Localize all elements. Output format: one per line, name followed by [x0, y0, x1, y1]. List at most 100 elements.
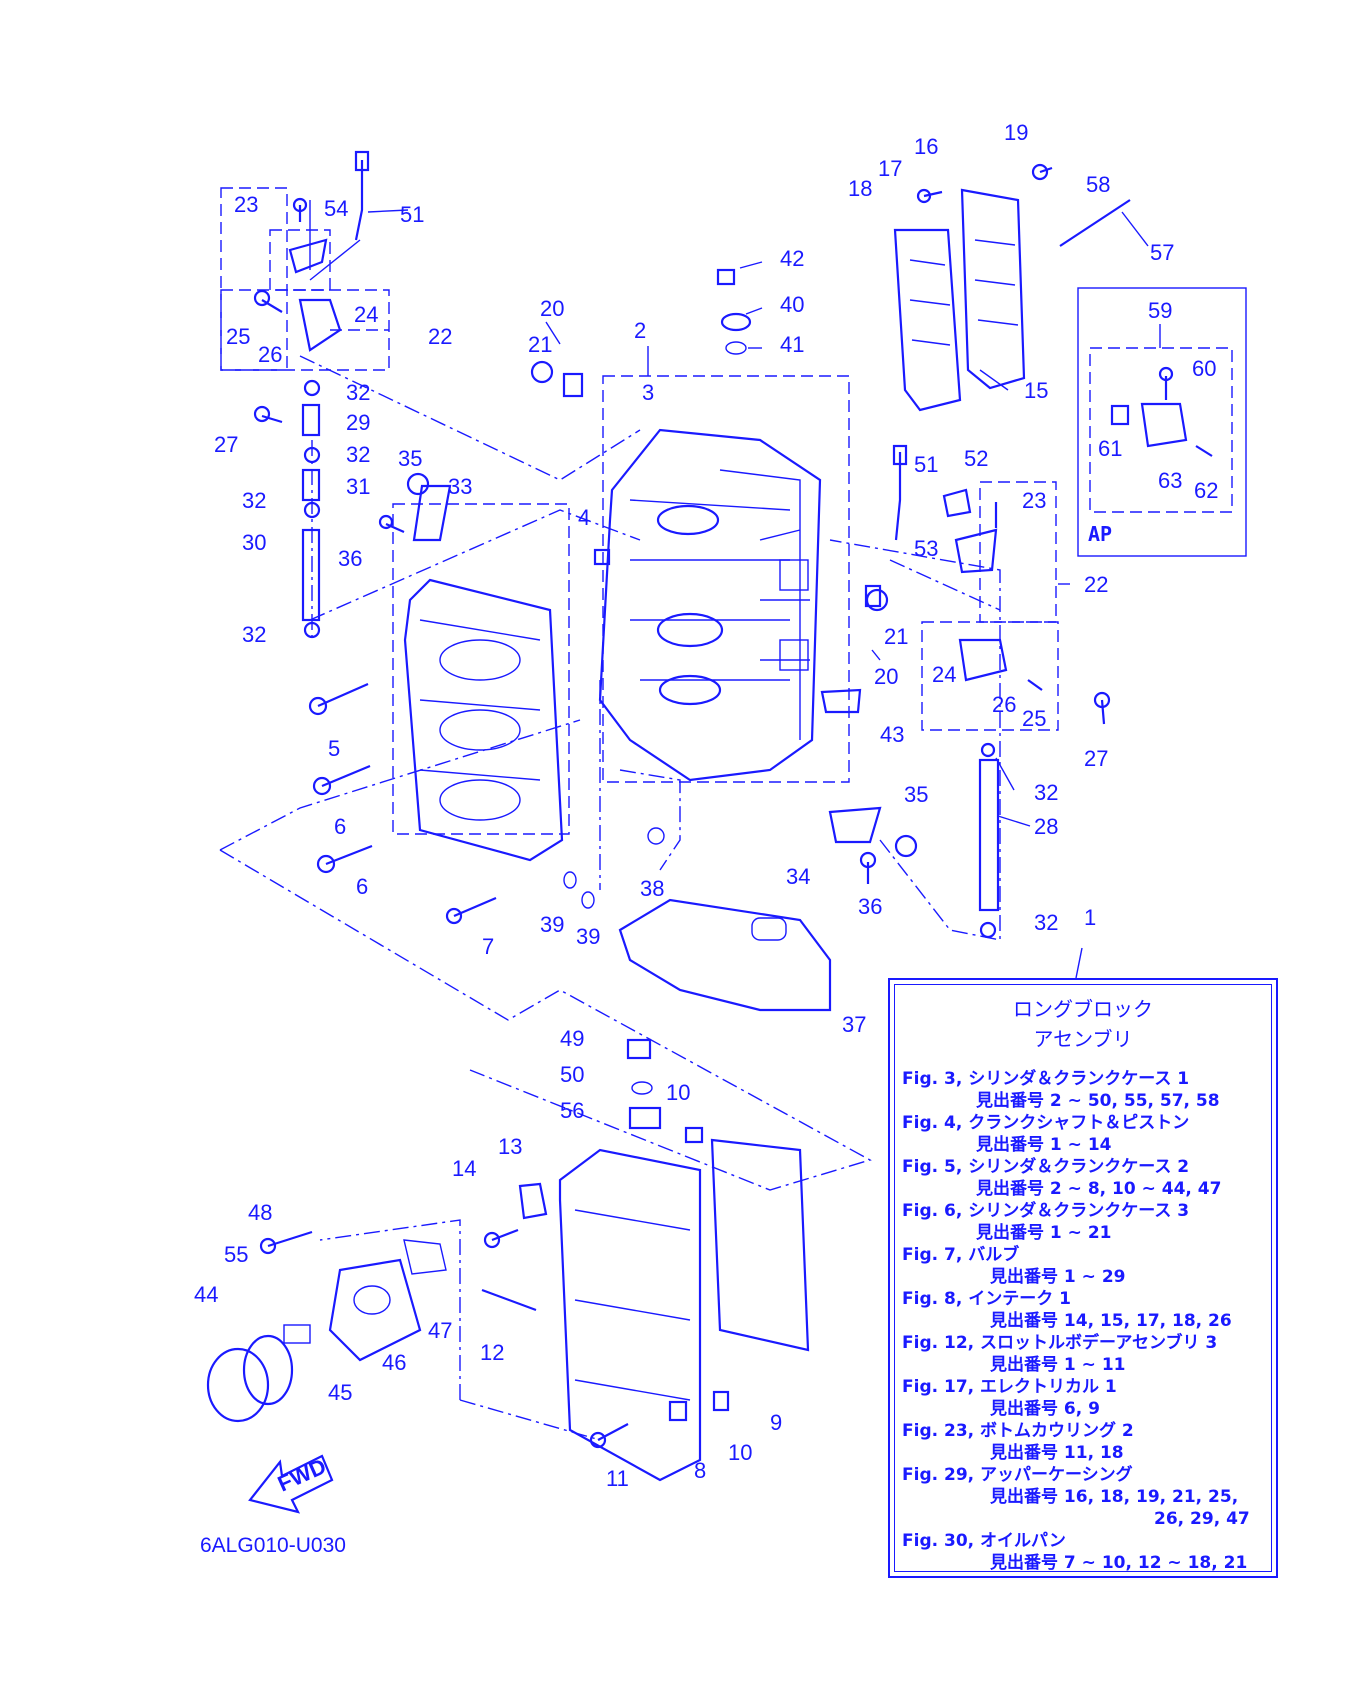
diagram-code: 6ALG010-U030: [200, 1534, 346, 1557]
part-number: 2: [634, 318, 646, 343]
cylinder-head: [403, 578, 564, 862]
part-number: 48: [248, 1200, 272, 1225]
part-number: 51: [400, 202, 424, 227]
part-number: 63: [1158, 468, 1182, 493]
group-box-2: [602, 375, 850, 783]
part-number: 30: [242, 530, 266, 555]
part-number: 17: [878, 156, 902, 181]
part-number: 9: [770, 1410, 782, 1435]
small-parts: [301, 268, 1000, 1422]
part-number: 36: [338, 546, 362, 571]
part-number: 34: [786, 864, 810, 889]
part-number: 40: [780, 292, 804, 317]
part-number: 23: [234, 192, 258, 217]
legend-entry: Fig. 6, シリンダ＆クランクケース 3 見出番号 1 ~ 21: [902, 1201, 1190, 1243]
part-number: 14: [452, 1156, 476, 1181]
part-number: 54: [324, 196, 348, 221]
oil-filter-assembly: [206, 1239, 447, 1423]
part-number: 32: [346, 380, 370, 405]
part-number: 26: [992, 692, 1016, 717]
part-number: 47: [428, 1318, 452, 1343]
part-number: 55: [224, 1242, 248, 1267]
crankcase-lower: [558, 1138, 810, 1482]
part-number: 36: [858, 894, 882, 919]
part-number: 59: [1148, 298, 1172, 323]
part-number: 13: [498, 1134, 522, 1159]
part-number: 23: [1022, 488, 1046, 513]
part-number: 22: [428, 324, 452, 349]
part-number: 15: [1024, 378, 1048, 403]
part-number: 41: [780, 332, 804, 357]
part-number: 51: [914, 452, 938, 477]
group-box-54: [269, 229, 331, 291]
part-number: 7: [482, 934, 494, 959]
group-box-cylinder-head: [392, 503, 570, 835]
part-number: 16: [914, 134, 938, 159]
part-number: 32: [346, 442, 370, 467]
group-box-22-right-b: [921, 621, 1059, 731]
legend-title-line1: ロングブロック: [1013, 997, 1153, 1021]
part-number: 39: [576, 924, 600, 949]
part-number: 45: [328, 1380, 352, 1405]
part-callouts: 1 2 3 4 5 6 6 7 8 9 10 10 11 12 13 14 15…: [194, 120, 1218, 1491]
legend-entry: Fig. 4, クランクシャフト＆ピストン 見出番号 1 ~ 14: [902, 1113, 1190, 1155]
part-number: 38: [640, 876, 664, 901]
part-number: 27: [1084, 746, 1108, 771]
part-number: 12: [480, 1340, 504, 1365]
legend-entry: Fig. 30, オイルパン 見出番号 7 ~ 10, 12 ~ 18, 21: [902, 1531, 1248, 1573]
part-number: 21: [528, 332, 552, 357]
part-number: 35: [904, 782, 928, 807]
sensors: [288, 150, 1188, 682]
callout-leaders: [367, 209, 1161, 979]
part-number: 46: [382, 1350, 406, 1375]
part-number: 10: [728, 1440, 752, 1465]
part-number: 11: [606, 1466, 629, 1491]
part-number: 6: [334, 814, 346, 839]
legend-entry: Fig. 5, シリンダ＆クランクケース 2 見出番号 2 ~ 8, 10 ~ …: [902, 1157, 1222, 1199]
legend-entry: Fig. 29, アッパーケーシング 見出番号 16, 18, 19, 21, …: [902, 1465, 1250, 1529]
part-number: 56: [560, 1098, 584, 1123]
ap-kit-box: [1077, 287, 1247, 557]
part-number: 10: [666, 1080, 690, 1105]
part-number: 27: [214, 432, 238, 457]
part-number: 6: [356, 874, 368, 899]
part-number: 58: [1086, 172, 1110, 197]
part-number: 20: [874, 664, 898, 689]
gasket-37: [618, 898, 832, 1012]
legend-entry: Fig. 3, シリンダ＆クランクケース 1 見出番号 2 ~ 50, 55, …: [902, 1069, 1220, 1111]
part-number: 52: [964, 446, 988, 471]
legend-list: Fig. 3, シリンダ＆クランクケース 1 見出番号 2 ~ 50, 55, …: [902, 1068, 1270, 1574]
part-number: 3: [642, 380, 654, 405]
part-number: 8: [694, 1458, 706, 1483]
part-number: 29: [346, 410, 370, 435]
part-number: 24: [932, 662, 956, 687]
part-number: 53: [914, 536, 938, 561]
part-number: 60: [1192, 356, 1216, 381]
legend-title: ロングブロック アセンブリ: [890, 994, 1276, 1054]
part-number: 39: [540, 912, 564, 937]
legend-entry: Fig. 8, インテーク 1 見出番号 14, 15, 17, 18, 26: [902, 1289, 1232, 1331]
group-boxes: [220, 187, 1247, 835]
part-number: 22: [1084, 572, 1108, 597]
part-number: 35: [398, 446, 422, 471]
part-number: 20: [540, 296, 564, 321]
exhaust-covers: [893, 188, 1026, 412]
part-number: 50: [560, 1062, 584, 1087]
part-number: 28: [1034, 814, 1058, 839]
part-number: 44: [194, 1282, 218, 1307]
legend-box: ロングブロック アセンブリ Fig. 3, シリンダ＆クランクケース 1 見出番…: [888, 978, 1278, 1578]
part-number: 25: [226, 324, 250, 349]
part-number: 31: [346, 474, 370, 499]
part-number: 57: [1150, 240, 1174, 265]
part-number: 19: [1004, 120, 1028, 145]
part-number: 4: [578, 505, 590, 530]
fwd-arrow-icon: FWD: [248, 1453, 334, 1514]
legend-entry: Fig. 12, スロットルボデーアセンブリ 3 見出番号 1 ~ 11: [902, 1333, 1218, 1375]
legend-title-line2: アセンブリ: [1033, 1027, 1133, 1051]
part-number: 43: [880, 722, 904, 747]
part-number: 49: [560, 1026, 584, 1051]
legend-entry: Fig. 23, ボトムカウリング 2 見出番号 11, 18: [902, 1421, 1134, 1463]
part-number: 32: [242, 622, 266, 647]
ap-kit-label: AP: [1088, 522, 1113, 546]
